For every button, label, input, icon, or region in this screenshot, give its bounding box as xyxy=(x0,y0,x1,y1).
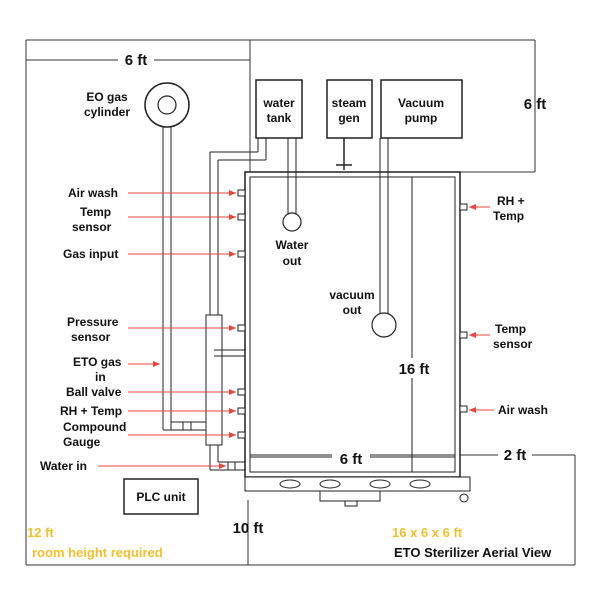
water-tank-label-2: tank xyxy=(267,111,292,125)
left-label-water-in: Water in xyxy=(40,459,87,473)
dimension-right-height: 6 ft xyxy=(524,96,547,113)
plc-unit-label: PLC unit xyxy=(136,490,185,504)
vacuum-out-label-2: out xyxy=(343,303,362,317)
left-sensor-labels: Air wash Temp sensor Gas input Pressure … xyxy=(40,186,236,473)
dimension-right-height-label: 6 ft xyxy=(524,96,547,113)
vacuum-out-label-1: vacuum xyxy=(329,288,374,302)
pressure-sensor-block xyxy=(205,314,245,446)
left-label-temp-sensor-1: Temp xyxy=(80,205,111,219)
left-label-ball-valve: Ball valve xyxy=(66,385,122,399)
steam-generator: steam gen xyxy=(326,79,373,170)
steam-gen-label-1: steam xyxy=(332,96,367,110)
water-tank-label-1: water xyxy=(262,96,295,110)
right-sensor-labels: RH + Temp Temp sensor Air wash xyxy=(469,194,548,417)
right-ports xyxy=(459,203,468,413)
dimension-chamber-width-label: 6 ft xyxy=(340,451,363,468)
water-out-label-2: out xyxy=(283,254,302,268)
sterilizer-chamber xyxy=(244,171,461,478)
left-label-pressure-sensor-1: Pressure xyxy=(67,315,119,329)
dimension-top-width-label: 6 ft xyxy=(125,52,148,69)
dimension-chamber-length-label: 16 ft xyxy=(399,361,430,378)
dimension-bottom-width-label: 10 ft xyxy=(233,520,264,537)
right-label-air-wash: Air wash xyxy=(498,403,548,417)
dimension-chamber-width: 6 ft xyxy=(250,449,455,468)
eo-cylinder-label-2: cylinder xyxy=(84,105,130,119)
right-label-rh-temp-2: Temp xyxy=(493,209,524,223)
diagram-caption: ETO Sterilizer Aerial View xyxy=(394,545,552,560)
right-label-rh-temp-1: RH + xyxy=(497,194,525,208)
steam-gen-label-2: gen xyxy=(338,111,359,125)
vacuum-pump-label-1: Vacuum xyxy=(398,96,444,110)
dimension-chamber-length: 16 ft xyxy=(394,176,434,473)
right-label-temp-sensor-1: Temp xyxy=(495,322,526,336)
left-label-gas-input: Gas input xyxy=(63,247,118,261)
eo-gas-cylinder: EO gas cylinder xyxy=(84,82,190,128)
dimension-bottom-width: 10 ft xyxy=(233,500,264,565)
chamber-door-hardware xyxy=(244,476,471,507)
left-label-eto-gas-in-2: in xyxy=(95,370,106,384)
vacuum-pump: Vacuum pump vacuum out xyxy=(329,79,463,338)
vacuum-pump-label-2: pump xyxy=(405,111,438,125)
left-label-pressure-sensor-2: sensor xyxy=(71,330,111,344)
notes: 12 ft room height required 16 x 6 x 6 ft… xyxy=(27,525,552,560)
room-outline xyxy=(25,39,576,566)
left-label-compound-gauge-2: Gauge xyxy=(63,435,101,449)
left-ports xyxy=(237,189,246,439)
left-label-air-wash: Air wash xyxy=(68,186,118,200)
left-label-eto-gas-in-1: ETO gas xyxy=(73,355,122,369)
room-height-note-2: room height required xyxy=(32,545,163,560)
eo-cylinder-label-1: EO gas xyxy=(86,90,128,104)
water-tank: water tank Water out xyxy=(255,79,309,268)
dimension-right-clearance-label: 2 ft xyxy=(504,447,527,464)
dimension-right-clearance: 2 ft xyxy=(460,445,575,465)
room-height-note-1: 12 ft xyxy=(27,525,54,540)
dimension-top-width: 6 ft xyxy=(26,40,251,175)
left-label-rh-temp: RH + Temp xyxy=(60,404,122,418)
water-out-label-1: Water xyxy=(276,238,309,252)
right-label-temp-sensor-2: sensor xyxy=(493,337,533,351)
left-label-temp-sensor-2: sensor xyxy=(72,220,112,234)
plc-unit: PLC unit xyxy=(123,478,199,515)
left-label-compound-gauge-1: Compound xyxy=(63,420,126,434)
size-note: 16 x 6 x 6 ft xyxy=(392,525,463,540)
